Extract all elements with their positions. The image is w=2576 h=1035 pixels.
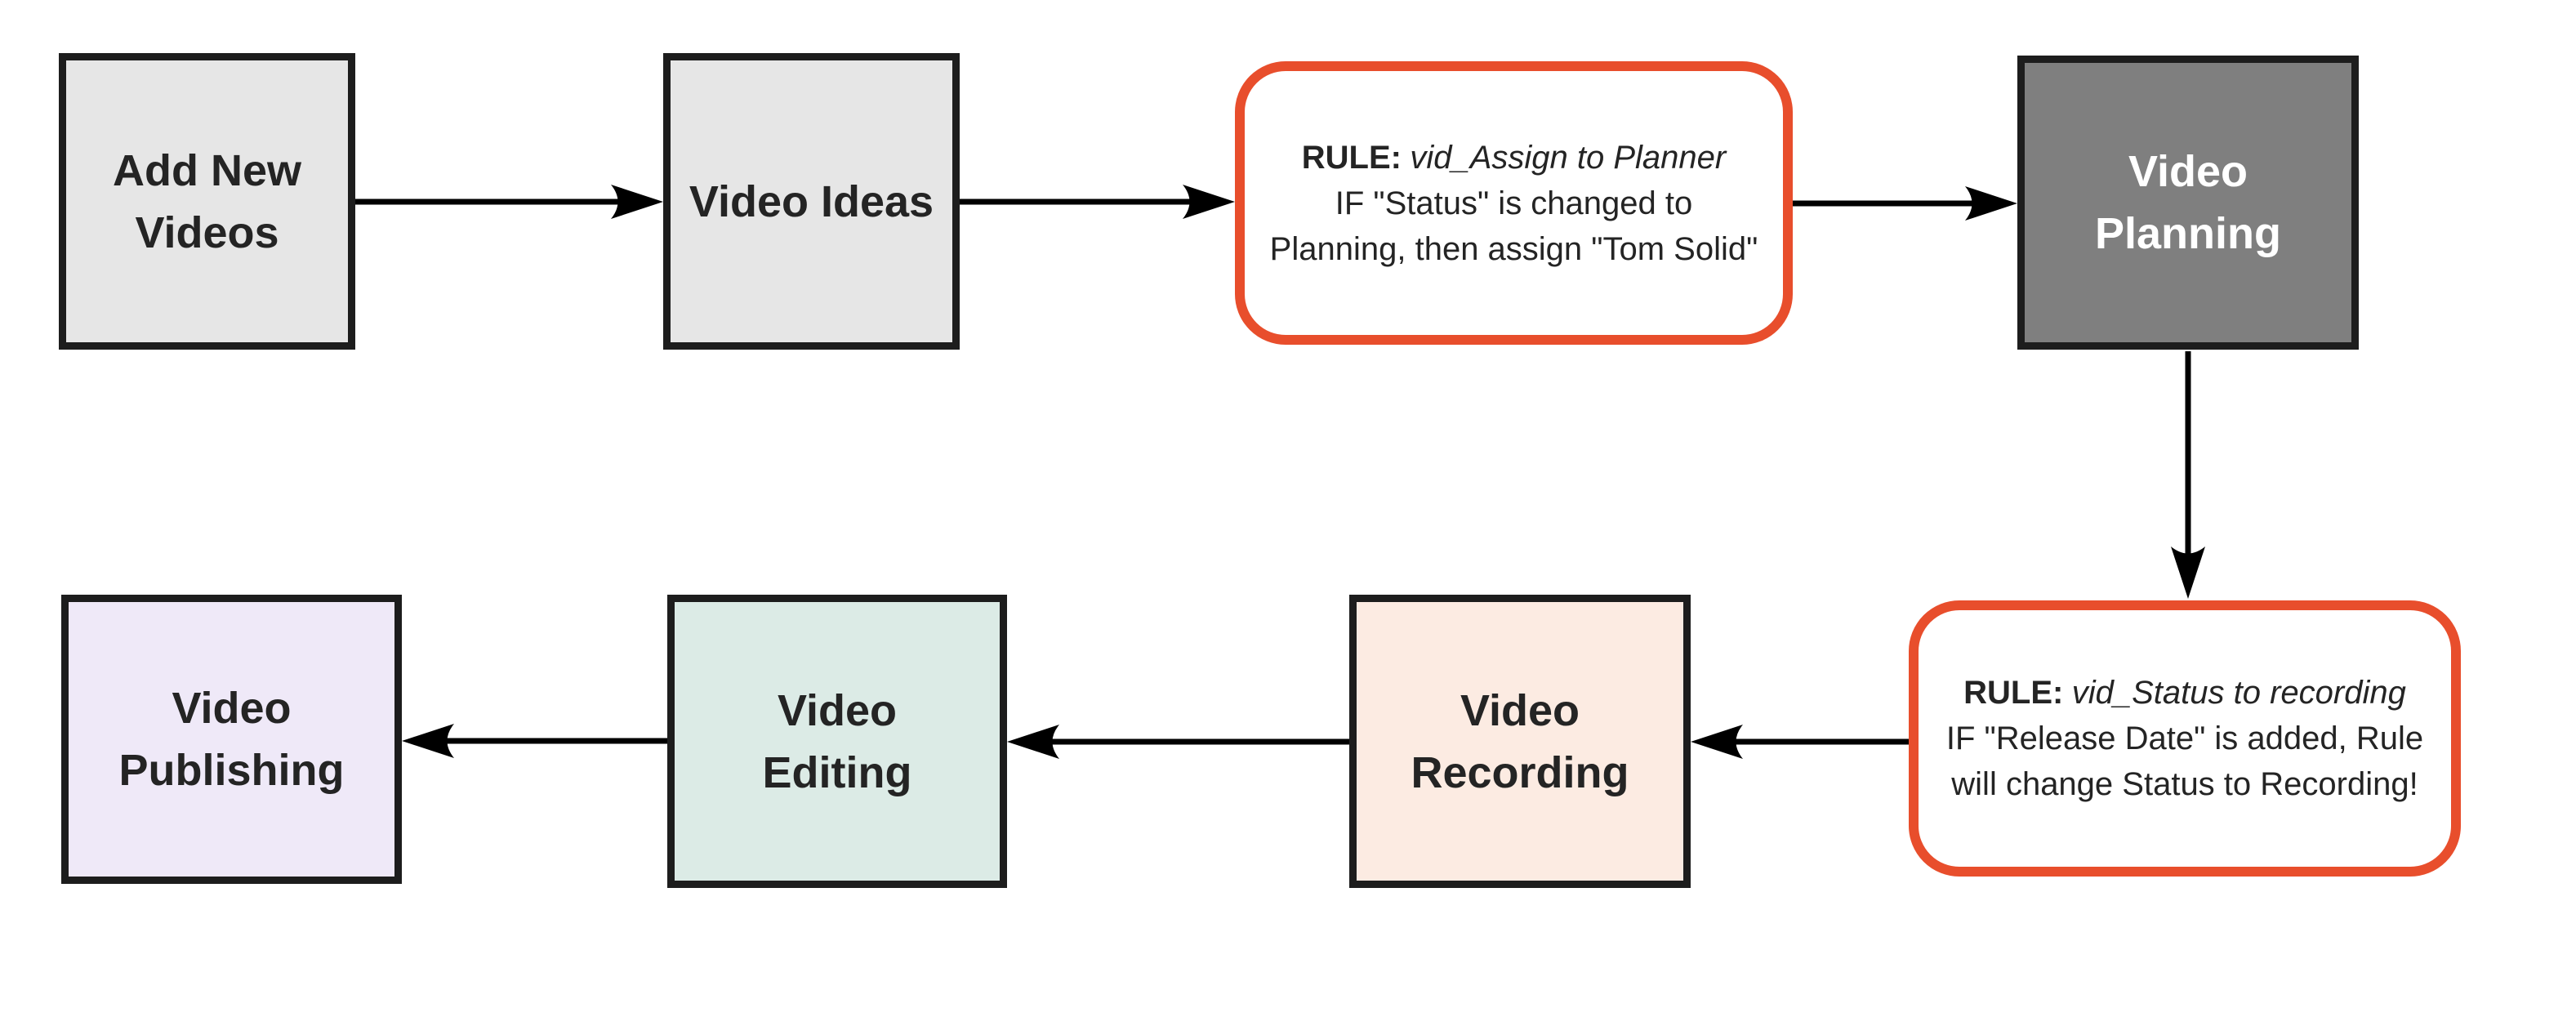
rule-status-recording-body-line1: IF "Release Date" is added, Rule	[1945, 720, 2424, 756]
rule-assign-planner-body-line2: Planning, then assign "Tom Solid"	[1269, 230, 1758, 267]
node-video-ideas: Video Ideas	[663, 53, 960, 350]
rule-name: vid_Assign to Planner	[1410, 139, 1727, 176]
arrow-video-ideas-to-rule-assign-planner	[960, 185, 1235, 219]
node-video-publishing: Video Publishing	[61, 595, 402, 884]
rule-label: RULE:	[1301, 139, 1402, 176]
node-video-planning-label-line2: Planning	[2095, 209, 2281, 258]
rule-assign-planner-title: RULE:vid_Assign to Planner	[1302, 135, 1727, 181]
node-add-new-videos: Add New Videos	[59, 53, 355, 350]
node-video-recording: Video Recording	[1349, 595, 1691, 888]
arrow-add-new-videos-to-video-ideas	[355, 185, 663, 219]
arrow-video-recording-to-video-editing	[1007, 725, 1349, 759]
rule-status-recording-title: RULE:vid_Status to recording	[1963, 670, 2406, 716]
node-video-editing-label-line1: Video	[777, 685, 898, 735]
node-add-new-videos-label-line2: Videos	[135, 207, 279, 257]
node-video-ideas-label: Video Ideas	[689, 176, 934, 226]
node-video-recording-label-line2: Recording	[1411, 747, 1629, 797]
arrow-video-editing-to-video-publishing	[402, 724, 667, 758]
arrow-rule-status-recording-to-video-recording	[1691, 725, 1909, 759]
node-video-editing-label-line2: Editing	[762, 747, 912, 797]
rule-label: RULE:	[1963, 675, 2064, 711]
node-video-recording-label-line1: Video	[1460, 685, 1580, 735]
arrow-video-planning-to-rule-status-recording	[2171, 351, 2205, 599]
node-video-editing: Video Editing	[667, 595, 1007, 888]
node-video-planning: Video Planning	[2017, 56, 2359, 350]
node-video-publishing-label-line2: Publishing	[118, 746, 345, 795]
rule-box-assign-planner: RULE:vid_Assign to Planner IF "Status" i…	[1235, 61, 1793, 345]
rule-status-recording-body-line2: will change Status to Recording!	[1951, 766, 2418, 802]
arrow-rule-assign-planner-to-video-planning	[1793, 186, 2017, 221]
rule-name: vid_Status to recording	[2071, 675, 2406, 711]
node-video-planning-label-line1: Video	[2128, 147, 2248, 196]
rule-assign-planner-body-line1: IF "Status" is changed to	[1335, 185, 1693, 221]
node-add-new-videos-label-line1: Add New	[112, 145, 301, 195]
node-video-publishing-label-line1: Video	[172, 684, 292, 733]
rule-box-status-recording: RULE:vid_Status to recording IF "Release…	[1909, 600, 2461, 877]
